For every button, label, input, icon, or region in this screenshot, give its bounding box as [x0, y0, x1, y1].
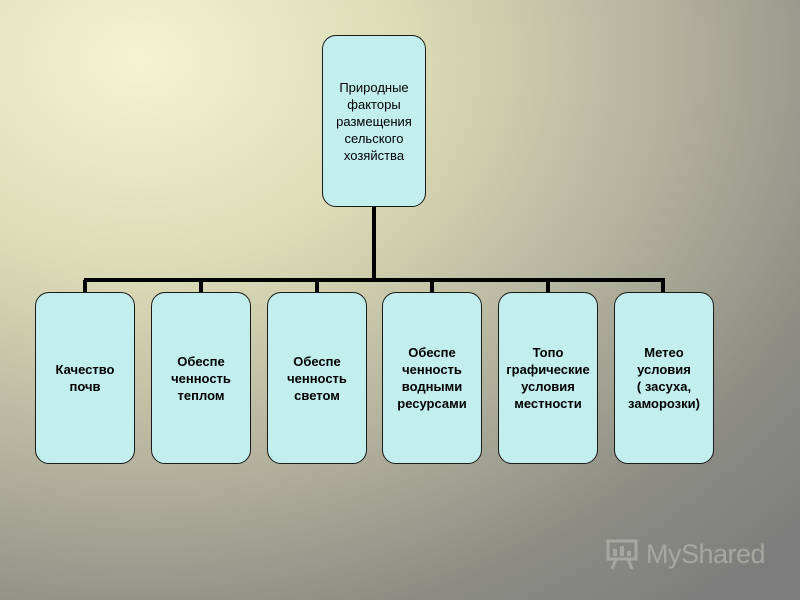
child-node-label: Обеспе ченность водными ресурсами — [397, 345, 467, 411]
child-node-label: Обеспе ченность теплом — [171, 353, 231, 403]
child-node-soil-quality: Качество почв — [35, 292, 135, 464]
child-node-heat-supply: Обеспе ченность теплом — [151, 292, 251, 464]
child-node-label: Топо графические условия местности — [506, 345, 590, 411]
watermark-text: MyShared — [646, 538, 766, 569]
child-node-topography: Топо графические условия местности — [498, 292, 598, 464]
child-node-label: Обеспе ченность светом — [287, 353, 347, 403]
presentation-board-icon — [606, 539, 638, 570]
root-node: Природные факторы размещения сельского х… — [322, 35, 426, 207]
child-node-weather-conditions: Метео условия ( засуха, заморозки) — [614, 292, 714, 464]
root-node-label: Природные факторы размещения сельского х… — [336, 79, 412, 163]
child-node-label: Качество почв — [55, 362, 115, 394]
child-node-light-supply: Обеспе ченность светом — [267, 292, 367, 464]
child-node-water-resources: Обеспе ченность водными ресурсами — [382, 292, 482, 464]
watermark: MyShared — [606, 538, 766, 570]
child-node-label: Метео условия ( засуха, заморозки) — [628, 345, 700, 411]
